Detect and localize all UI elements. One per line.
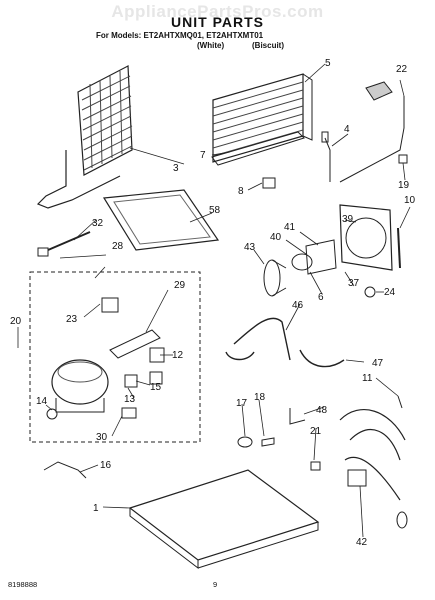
suction-tubing [225, 317, 291, 361]
drain-tube [397, 227, 401, 269]
callout-10: 10 [404, 195, 416, 206]
evaporator-coil [212, 73, 313, 163]
base-pan [128, 469, 320, 570]
nut [364, 286, 376, 298]
callout-14: 14 [36, 396, 48, 407]
variant-white: (White) [197, 41, 225, 50]
callout-16: 16 [100, 460, 112, 471]
wire-harness [339, 409, 408, 529]
callout-12: 12 [172, 350, 184, 361]
callout-17: 17 [236, 398, 248, 409]
fan-blade [263, 259, 287, 297]
callout-42: 42 [356, 537, 368, 548]
part-number-callouts: 3 5 22 4 7 8 19 10 58 32 39 41 40 43 28 … [10, 58, 416, 548]
callout-13: 13 [124, 394, 136, 405]
compressor-assembly-box [29, 271, 201, 443]
pad [365, 81, 393, 101]
callout-48: 48 [316, 405, 328, 416]
callout-4: 4 [344, 124, 350, 135]
sensor-wire [321, 96, 405, 183]
callout-1: 1 [93, 503, 99, 514]
callout-20: 20 [10, 316, 22, 327]
callout-40: 40 [270, 232, 282, 243]
compressor [51, 359, 109, 413]
drain-pan [102, 189, 220, 251]
screw [397, 395, 403, 409]
callout-23: 24 [384, 287, 396, 298]
grommet [46, 408, 58, 420]
callout-58: 58 [209, 205, 221, 216]
callout-18: 18 [254, 392, 266, 403]
callout-21: 21 [310, 426, 322, 437]
watermark: AppliancePartsPros.com [111, 2, 324, 21]
fan-motor [291, 239, 337, 275]
relay [101, 297, 119, 313]
callout-37: 37 [348, 278, 360, 289]
callout-5: 5 [325, 58, 331, 69]
mounting-bracket [43, 461, 87, 479]
callout-30: 32 [92, 218, 104, 229]
evaporator-drain-tray [211, 131, 305, 166]
callout-15: 15 [150, 382, 162, 393]
small-parts [237, 408, 321, 471]
diagram-title: UNIT PARTS [171, 14, 264, 30]
leader-lines [17, 63, 411, 538]
fitting [398, 154, 408, 164]
callout-3: 3 [173, 163, 179, 174]
callout-19: 19 [398, 180, 410, 191]
callout-7: 7 [200, 150, 206, 161]
callout-24: 23 [66, 314, 78, 325]
condenser-coil [36, 65, 133, 209]
callout-46: 46 [292, 300, 304, 311]
callout-47: 47 [372, 358, 384, 369]
callout-43: 43 [244, 242, 256, 253]
callout-28: 28 [112, 241, 124, 252]
fan-shroud [339, 204, 393, 271]
models-line: For Models: ET2AHTXMQ01, ET2AHTXMT01 [96, 31, 264, 40]
callout-32: 30 [96, 432, 108, 443]
power-cord-plug [37, 231, 91, 257]
callout-6: 6 [318, 292, 324, 303]
callout-8: 8 [238, 186, 244, 197]
variant-biscuit: (Biscuit) [252, 41, 284, 50]
bracket [262, 177, 276, 189]
terminal-cover [121, 407, 137, 419]
callout-11: 11 [362, 373, 373, 384]
wire-harness-short [299, 349, 345, 368]
document-number: 8198888 [8, 580, 38, 589]
callout-22: 22 [396, 64, 408, 75]
capacitor [109, 329, 161, 359]
page-number: 9 [213, 580, 218, 589]
callout-39: 39 [342, 214, 354, 225]
callout-41: 41 [284, 222, 296, 233]
callout-29: 29 [174, 280, 186, 291]
